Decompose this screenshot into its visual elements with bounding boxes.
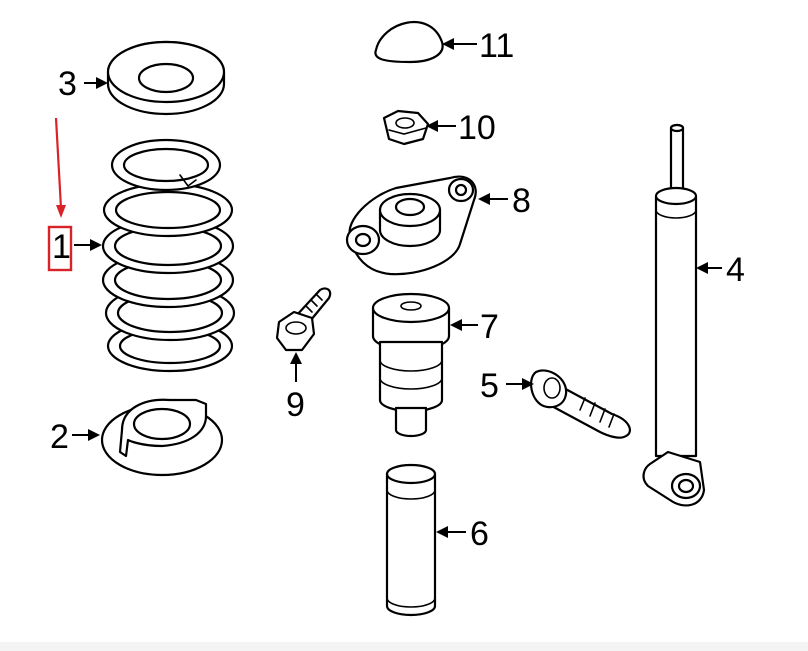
part-1-coil-spring	[101, 138, 236, 373]
callout-6: 6	[470, 515, 489, 553]
part-7-bump-stop	[371, 292, 451, 438]
callout-8: 8	[512, 182, 531, 220]
callout-5: 5	[480, 367, 499, 405]
highlight-marker	[47, 117, 73, 272]
part-8-strut-mount	[345, 175, 477, 276]
callout-3: 3	[58, 65, 77, 103]
highlight-arrow	[54, 117, 63, 209]
highlight-arrow-head	[56, 205, 66, 218]
callout-7: 7	[480, 308, 499, 346]
leader-lines	[72, 38, 722, 538]
callout-1: 1	[52, 228, 71, 266]
part-6-boot	[385, 463, 437, 617]
part-9-bolt	[275, 287, 332, 352]
bottom-strip	[0, 642, 808, 651]
part-2-lower-seat	[100, 398, 224, 477]
highlight-box	[47, 225, 73, 272]
callout-9: 9	[286, 386, 305, 424]
callout-11: 11	[479, 27, 514, 65]
callout-10: 10	[458, 109, 496, 147]
callout-2: 2	[50, 418, 69, 456]
part-4-shock-absorber	[642, 123, 706, 507]
part-11-dust-cap	[374, 21, 444, 64]
callout-4: 4	[726, 251, 745, 289]
part-5-bolt	[530, 369, 631, 439]
part-10-nut	[382, 109, 430, 146]
part-3-upper-seat	[106, 40, 226, 116]
